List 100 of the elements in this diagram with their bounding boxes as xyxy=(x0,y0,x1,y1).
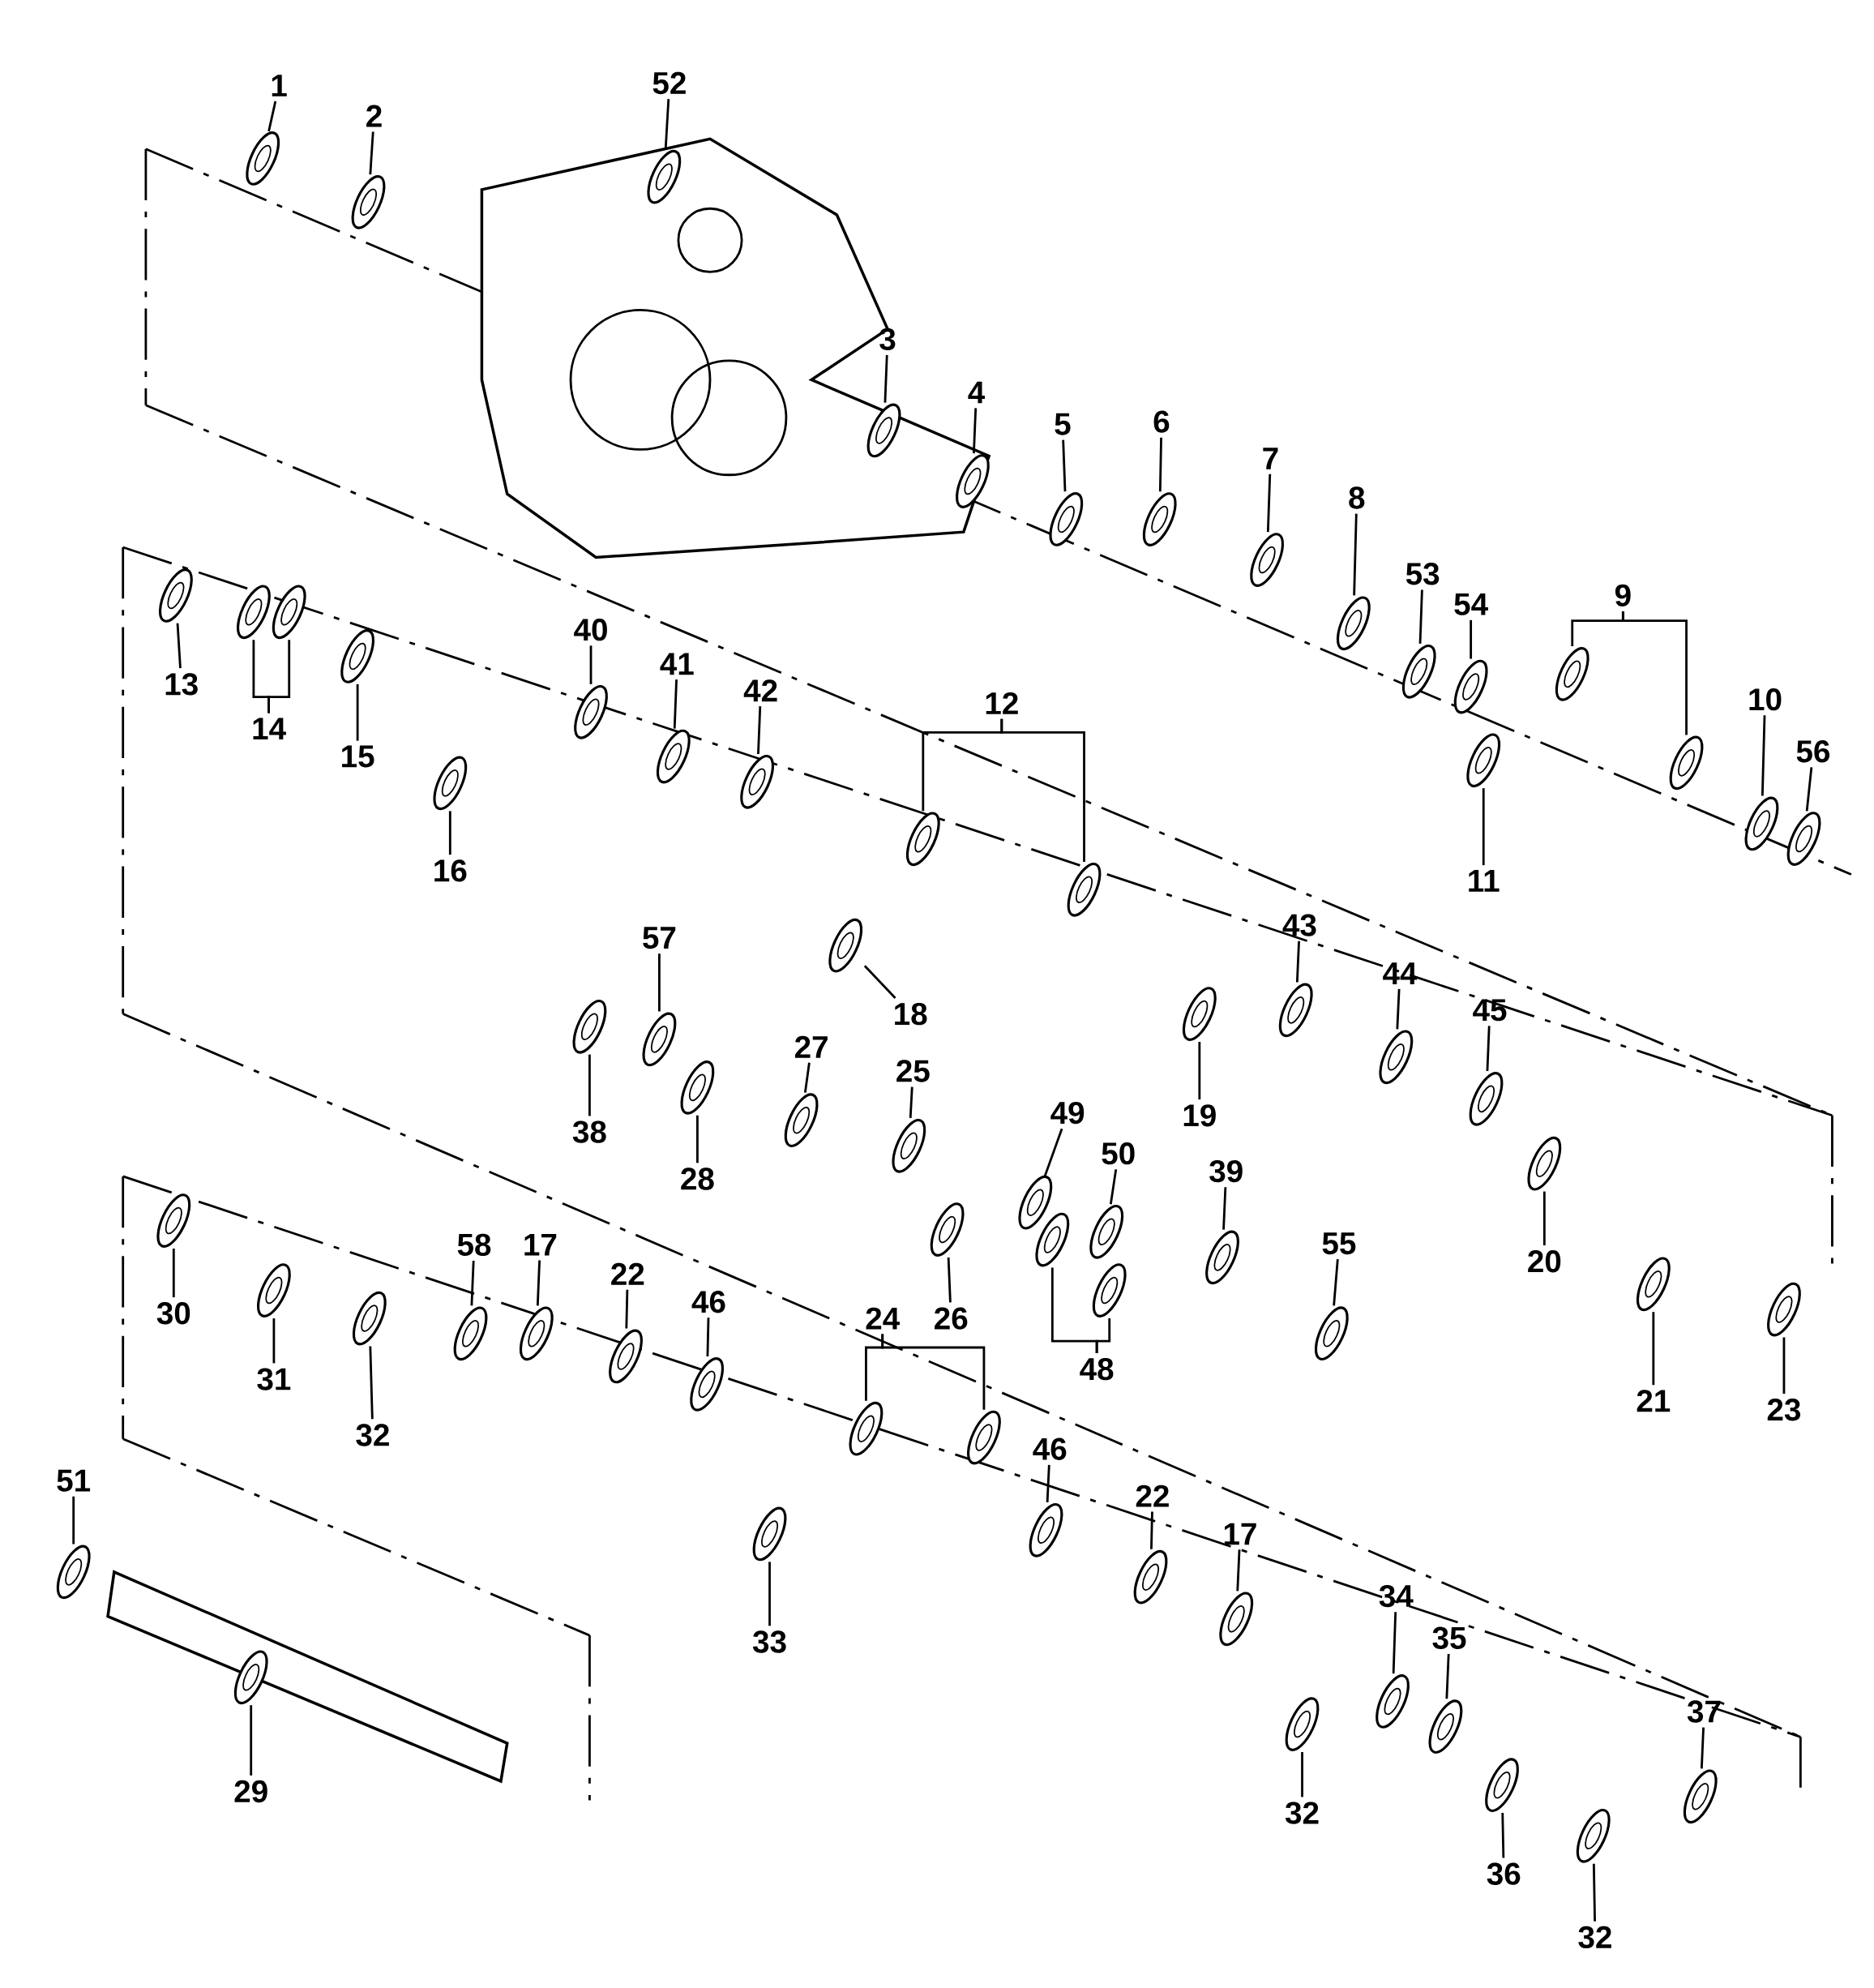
leader-line xyxy=(803,1062,811,1093)
leader-line xyxy=(1295,940,1300,983)
leader-line xyxy=(768,1562,771,1626)
callout-number: 15 xyxy=(342,745,374,768)
callout-number: 57 xyxy=(643,927,676,949)
leader-line xyxy=(1109,1169,1118,1205)
bracket-leader-line xyxy=(881,1334,986,1410)
leader-line xyxy=(1158,437,1162,492)
leader-line xyxy=(1592,1863,1596,1922)
callout-number: 37 xyxy=(1687,1700,1721,1723)
leader-line xyxy=(1482,788,1485,866)
callout-number: 29 xyxy=(234,1780,267,1803)
callout-number: 9 xyxy=(1615,584,1631,607)
leader-line xyxy=(664,99,670,149)
leader-line xyxy=(1222,1187,1227,1230)
leader-line xyxy=(673,679,678,729)
leader-line xyxy=(1043,1128,1063,1177)
callout-number: 31 xyxy=(257,1368,291,1390)
leader-line xyxy=(1418,589,1423,644)
callout-number: 10 xyxy=(1749,688,1782,711)
callout-number: 2 xyxy=(366,105,382,127)
callout-number: 11 xyxy=(1469,870,1500,892)
leader-line xyxy=(658,953,661,1012)
leader-line xyxy=(696,1115,699,1163)
leader-line xyxy=(589,645,593,684)
callout-number: 21 xyxy=(1637,1390,1671,1412)
leader-line xyxy=(250,1705,253,1776)
leader-line xyxy=(973,408,978,454)
leader-line xyxy=(1652,1312,1655,1386)
callout-number: 46 xyxy=(691,1291,725,1313)
leader-line xyxy=(757,706,762,755)
leader-line xyxy=(1198,1042,1201,1100)
callout-number: 40 xyxy=(574,619,607,641)
leader-line xyxy=(1353,513,1358,596)
callout-number: 42 xyxy=(743,679,777,702)
callout-number: 44 xyxy=(1383,962,1418,984)
callout-number: 18 xyxy=(895,1002,927,1026)
callout-number: 33 xyxy=(752,1630,786,1653)
callout-number: 50 xyxy=(1102,1142,1135,1165)
leader-line xyxy=(176,623,182,669)
callout-number: 46 xyxy=(1033,1437,1067,1460)
callout-number: 28 xyxy=(681,1168,714,1190)
callout-number: 22 xyxy=(611,1262,644,1285)
callout-number: 56 xyxy=(1796,740,1830,763)
leader-line xyxy=(1333,1259,1339,1306)
callout-number: 32 xyxy=(1578,1926,1611,1949)
leader-line xyxy=(1445,1653,1450,1699)
leader-line xyxy=(1150,1511,1153,1549)
callout-number: 12 xyxy=(986,692,1018,714)
callout-number: 14 xyxy=(253,718,286,739)
leader-line xyxy=(272,1318,276,1364)
callout-number: 1 xyxy=(272,75,287,96)
callout-number: 38 xyxy=(572,1120,606,1143)
leader-line xyxy=(448,811,451,855)
leader-line xyxy=(1062,439,1067,492)
callout-number: 32 xyxy=(356,1424,389,1446)
bracket-leader-line xyxy=(1000,718,1085,862)
callout-number: 13 xyxy=(165,673,198,696)
leader-line xyxy=(1236,1549,1241,1592)
leader-line xyxy=(1805,767,1813,812)
bracket-leader-line xyxy=(267,640,291,713)
callout-number: 4 xyxy=(968,381,986,404)
callout-number: 43 xyxy=(1282,914,1316,936)
callout-number: 48 xyxy=(1080,1357,1114,1381)
callout-number: 16 xyxy=(434,859,467,882)
leader-line xyxy=(1266,473,1272,533)
callout-number: 39 xyxy=(1209,1159,1243,1183)
leader-line xyxy=(625,1289,629,1329)
callout-number: 20 xyxy=(1528,1250,1561,1273)
callout-number: 58 xyxy=(457,1233,491,1256)
leader-line xyxy=(1392,1612,1397,1674)
callout-number: 17 xyxy=(524,1234,557,1256)
callout-number: 19 xyxy=(1183,1104,1216,1127)
callout-number: 26 xyxy=(935,1307,968,1330)
callout-number: 34 xyxy=(1379,1584,1414,1608)
callout-number: 41 xyxy=(660,653,694,675)
leader-line xyxy=(1501,1813,1505,1858)
callout-number: 27 xyxy=(794,1035,828,1058)
leader-line xyxy=(369,131,374,175)
callout-number: 6 xyxy=(1153,410,1170,433)
callout-number: 7 xyxy=(1263,448,1278,469)
callout-number: 24 xyxy=(866,1307,900,1330)
callout-number: 54 xyxy=(1454,593,1488,615)
leader-line xyxy=(947,1257,952,1303)
callout-number: 25 xyxy=(896,1060,930,1082)
callout-number: 53 xyxy=(1406,563,1440,585)
leader-line xyxy=(1396,988,1401,1030)
callout-number: 49 xyxy=(1050,1101,1085,1125)
callout-number: 30 xyxy=(156,1302,190,1325)
callout-number: 5 xyxy=(1055,413,1071,435)
leader-line xyxy=(267,101,277,132)
callout-number: 45 xyxy=(1473,999,1507,1022)
leader-line xyxy=(588,1054,591,1116)
callout-number: 36 xyxy=(1487,1862,1521,1885)
leader-line xyxy=(909,1086,913,1118)
callout-number: 52 xyxy=(652,71,686,95)
callout-number: 51 xyxy=(57,1469,91,1492)
leader-line xyxy=(1761,715,1766,796)
leader-line xyxy=(470,1260,475,1306)
callout-number: 8 xyxy=(1349,486,1365,509)
